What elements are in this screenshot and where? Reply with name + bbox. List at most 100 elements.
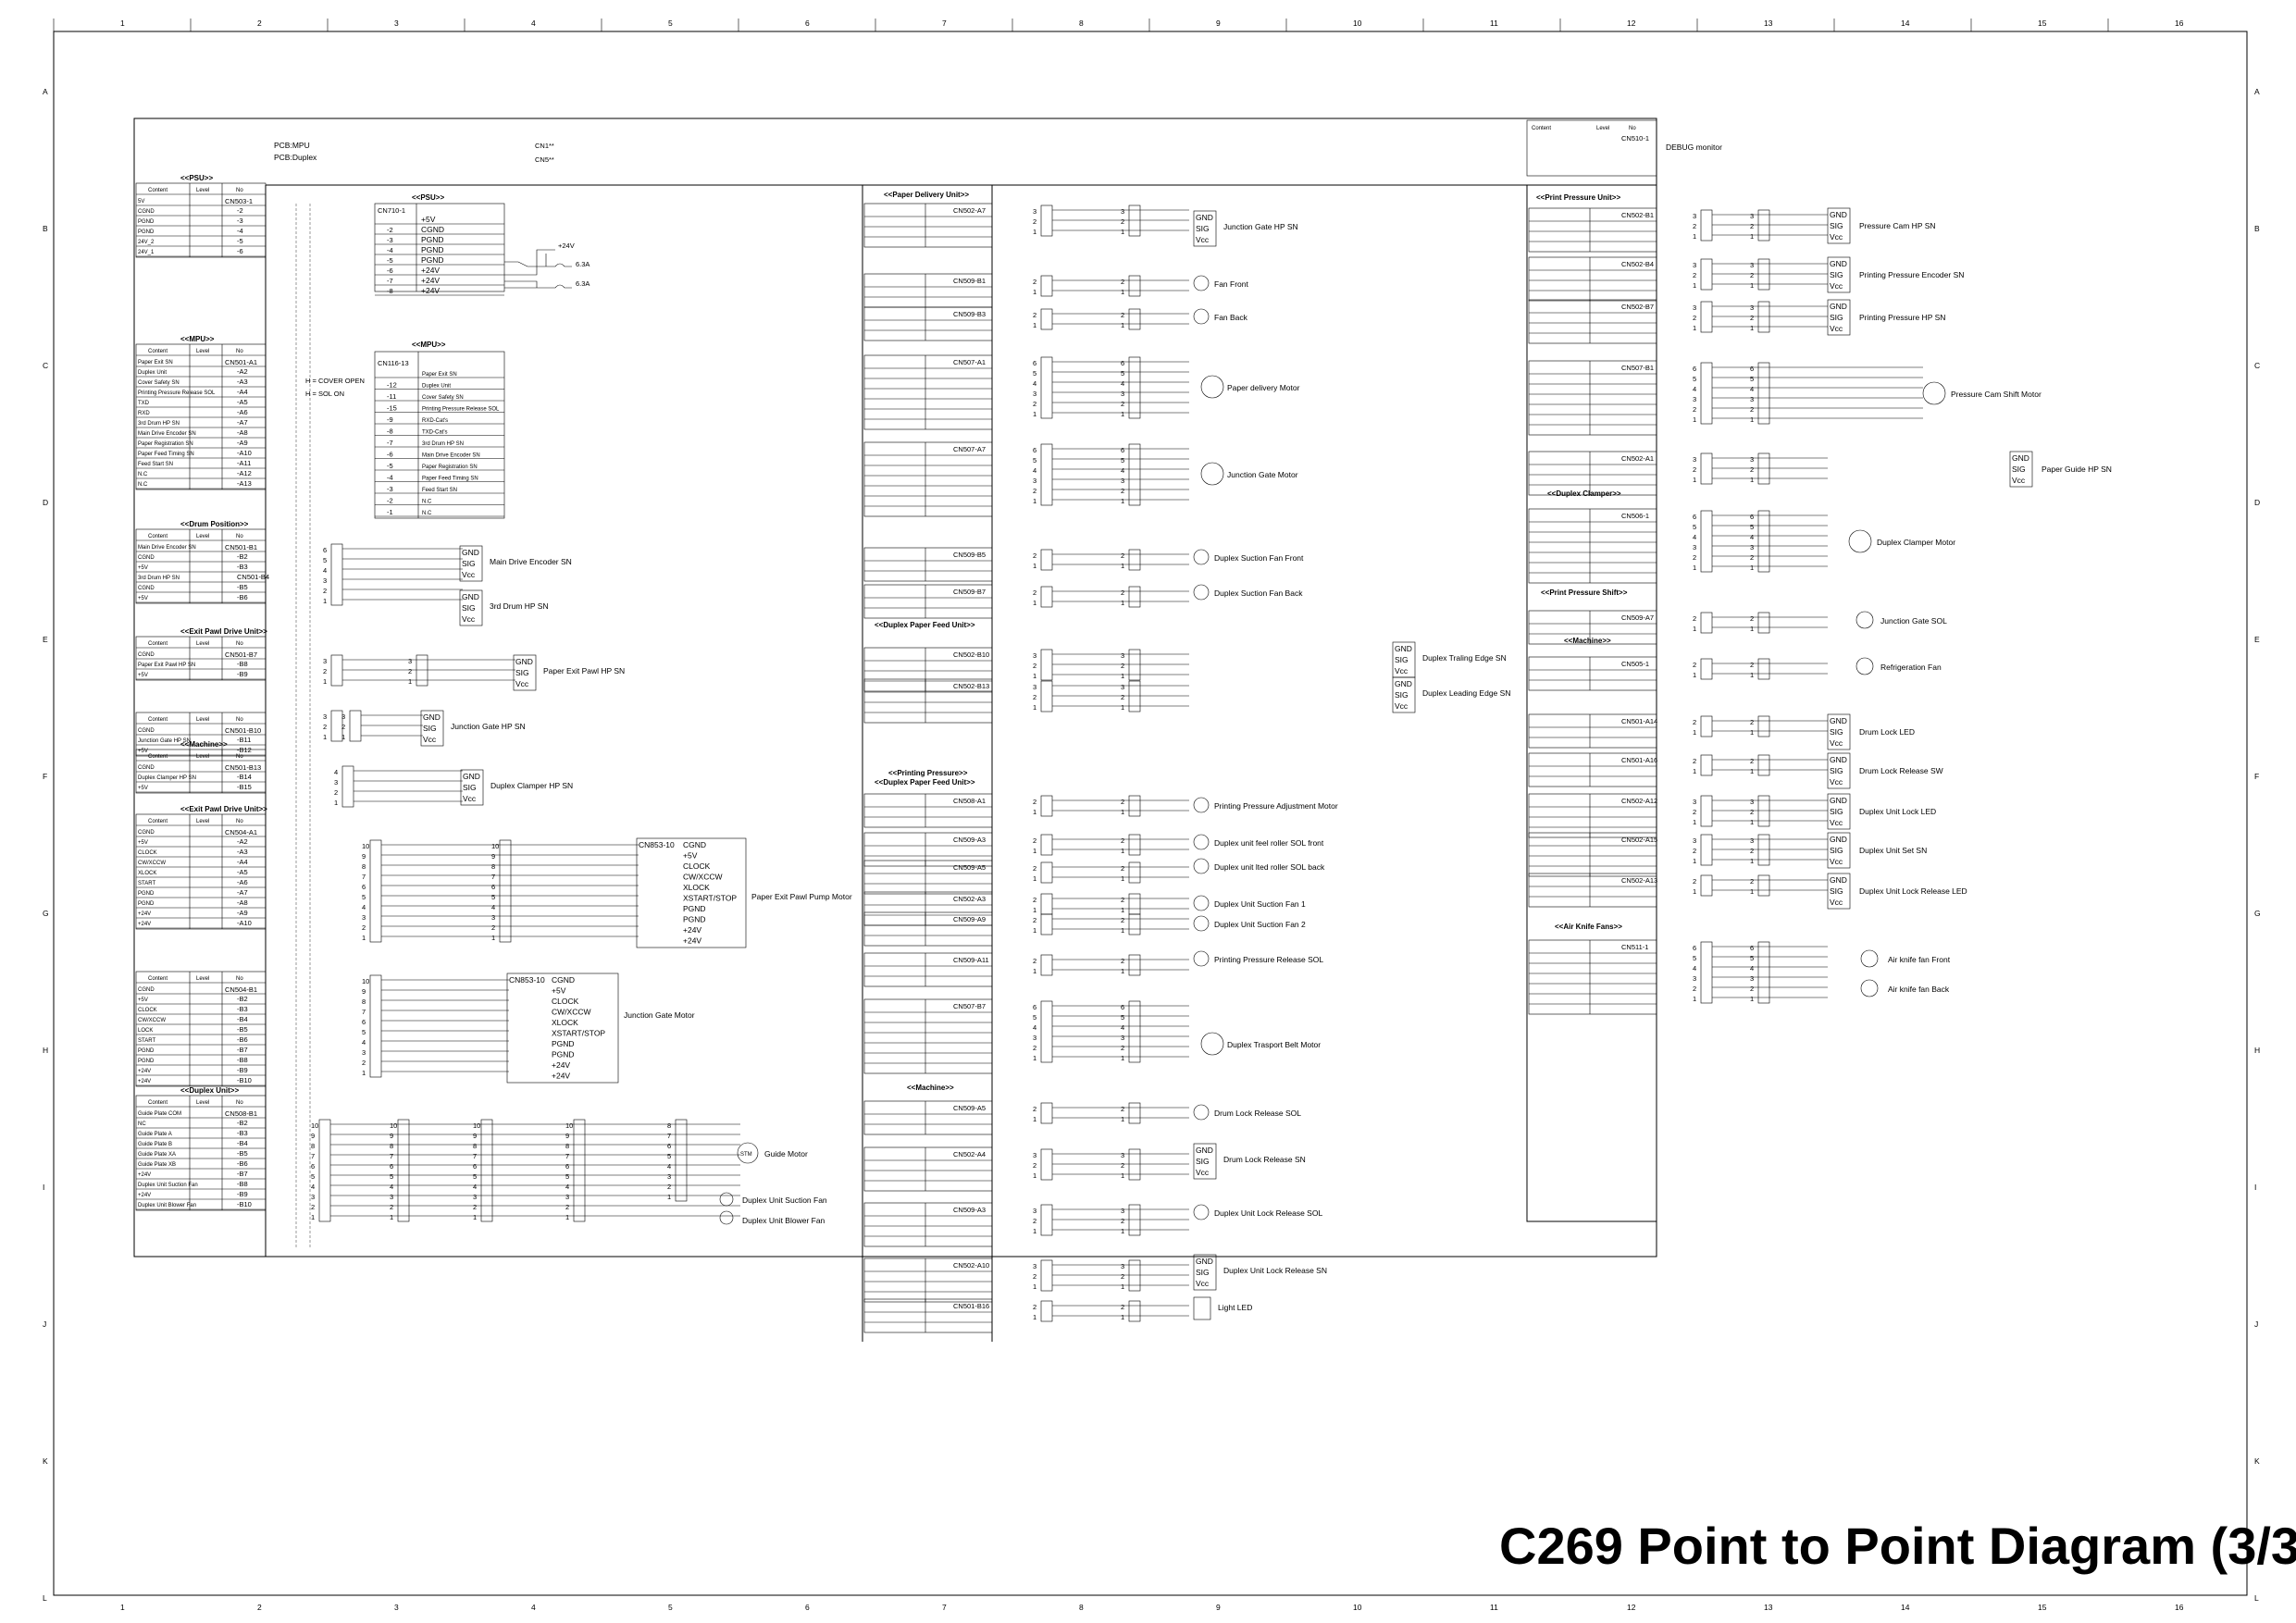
psu-header: <<PSU>> <box>412 193 444 202</box>
table-row-content: NC <box>138 1121 146 1127</box>
connector-pin-num: 3 <box>667 1172 671 1181</box>
table-col-head: No <box>236 819 243 824</box>
table-cn: CN502-A1 <box>1621 454 1654 463</box>
mpu-pin-num: -1 <box>387 508 393 516</box>
sensor-pin: GND <box>463 772 480 781</box>
connector-pin-num: 1 <box>1033 1282 1036 1291</box>
row-label: E <box>43 635 48 644</box>
sensor-pin: GND <box>1830 875 1847 885</box>
table-row-content: Junction Gate HP SN <box>138 738 191 744</box>
fan-icon <box>1193 584 1210 601</box>
column-label: 4 <box>531 19 536 28</box>
connector-pin-num: 7 <box>565 1152 569 1160</box>
table-row-content: 24V_1 <box>138 250 155 255</box>
column-label: 1 <box>120 1603 125 1612</box>
connector-table <box>1528 207 1657 253</box>
connector-pin-num: 2 <box>1750 465 1754 474</box>
connector-pin-num: 4 <box>1750 533 1754 541</box>
connector-pin-num: 5 <box>1033 456 1036 465</box>
row-label: A <box>43 87 48 96</box>
connector-pin-num: 7 <box>390 1152 393 1160</box>
table-row-num: -B6 <box>237 593 248 601</box>
connector-table <box>863 1146 993 1192</box>
column-label: 11 <box>1490 1603 1498 1612</box>
sensor-pin: Vcc <box>1830 898 1843 907</box>
sensor-pin: Vcc <box>2012 476 2026 485</box>
connector-pin-num: 1 <box>1121 703 1124 712</box>
connector-block <box>1700 258 1713 291</box>
connector-pin-num: 2 <box>1693 553 1696 562</box>
connector-pin-num: 1 <box>341 733 345 741</box>
connector-pin-num: 1 <box>323 677 327 686</box>
connector-pin-num: 9 <box>565 1132 569 1140</box>
connector-pin-num: 3 <box>1121 651 1124 660</box>
connector-pin-num: 3 <box>323 712 327 721</box>
connector-table <box>135 182 267 258</box>
connector-pin-num: 10 <box>390 1121 397 1130</box>
motor-connector-pin: PGND <box>552 1039 575 1048</box>
connector-pin-num: 3 <box>311 1193 315 1201</box>
connector-table <box>1528 299 1657 344</box>
connector-table <box>135 1095 267 1211</box>
table-row-num: -A7 <box>237 888 248 897</box>
connector-block <box>1757 715 1770 737</box>
table-col-head: Content <box>148 1100 168 1106</box>
connector-pin-num: 2 <box>1693 661 1696 669</box>
connector-pin-num: 4 <box>491 903 495 911</box>
connector-pin-num: 2 <box>1750 877 1754 886</box>
connector-table <box>863 354 993 430</box>
sensor-pin: GND <box>1395 644 1412 653</box>
sensor-box <box>1392 676 1416 713</box>
connector-pin-num: 3 <box>362 913 366 922</box>
motor-connector-pin: PGND <box>683 904 706 913</box>
table-header: <<Exit Pawl Drive Unit>> <box>180 627 267 636</box>
column-label: 9 <box>1216 19 1221 28</box>
connector-pin-num: 4 <box>334 768 338 776</box>
connector-pin-num: 1 <box>1750 767 1754 775</box>
connector-block <box>1128 1300 1141 1322</box>
mpu-pin-name: TXD-Cat's <box>422 430 447 436</box>
sensor-pin: Vcc <box>515 679 529 688</box>
connector-table <box>1528 873 1657 908</box>
connector-pin-num: 4 <box>565 1183 569 1191</box>
connector-pin-num: 7 <box>362 1008 366 1016</box>
table-row-num: -B12 <box>237 746 252 754</box>
connector-pin-num: 2 <box>1033 916 1036 924</box>
motor-connector-pin: +24V <box>683 936 701 946</box>
connector-pin-num: 2 <box>1750 985 1754 993</box>
table-header: <<Machine>> <box>1564 637 1611 645</box>
connector-pin-num: 2 <box>473 1203 477 1211</box>
connector-pin-num: 1 <box>565 1213 569 1221</box>
connector-pin-num: 4 <box>1750 964 1754 973</box>
sensor-pin: Vcc <box>1395 701 1409 711</box>
connector-block <box>1040 795 1053 817</box>
table-cn: CN507-A1 <box>953 358 986 366</box>
device-label: Paper Exit Pawl Pump Motor <box>751 892 852 901</box>
table-cn: CN509-A5 <box>953 1104 986 1112</box>
mpu-pin-name: RXD-Cat's <box>422 418 448 424</box>
connector-pin-num: 4 <box>1121 1023 1124 1032</box>
connector-pin-num: 1 <box>1121 1282 1124 1291</box>
device-label: Duplex Trasport Belt Motor <box>1227 1040 1321 1049</box>
connector-pin-num: 4 <box>311 1183 315 1191</box>
device-label: Duplex Suction Fan Front <box>1214 553 1304 563</box>
table-row-content: Main Drive Encoder SN <box>138 431 196 437</box>
motor-connector-pin: CLOCK <box>552 997 579 1006</box>
table-row-content: START <box>138 1038 155 1044</box>
sensor-pin: SIG <box>515 668 529 677</box>
connector-pin-num: 1 <box>1693 857 1696 865</box>
connector-block <box>1128 834 1141 856</box>
connector-pin-num: 2 <box>1033 836 1036 845</box>
mpu-pin-num: -7 <box>387 439 393 447</box>
connector-pin-num: 10 <box>473 1121 480 1130</box>
connector-pin-num: 2 <box>1033 1161 1036 1170</box>
connector-pin-num: 2 <box>491 923 495 932</box>
connector-pin-num: 3 <box>565 1193 569 1201</box>
sensor-box <box>1827 256 1851 293</box>
connector-block <box>1700 754 1713 776</box>
fan-icon <box>719 1192 734 1207</box>
connector-pin-num: 1 <box>1121 1313 1124 1321</box>
connector-pin-num: 6 <box>1033 446 1036 454</box>
row-label: B <box>43 224 48 233</box>
connector-pin-num: 6 <box>1121 1003 1124 1011</box>
